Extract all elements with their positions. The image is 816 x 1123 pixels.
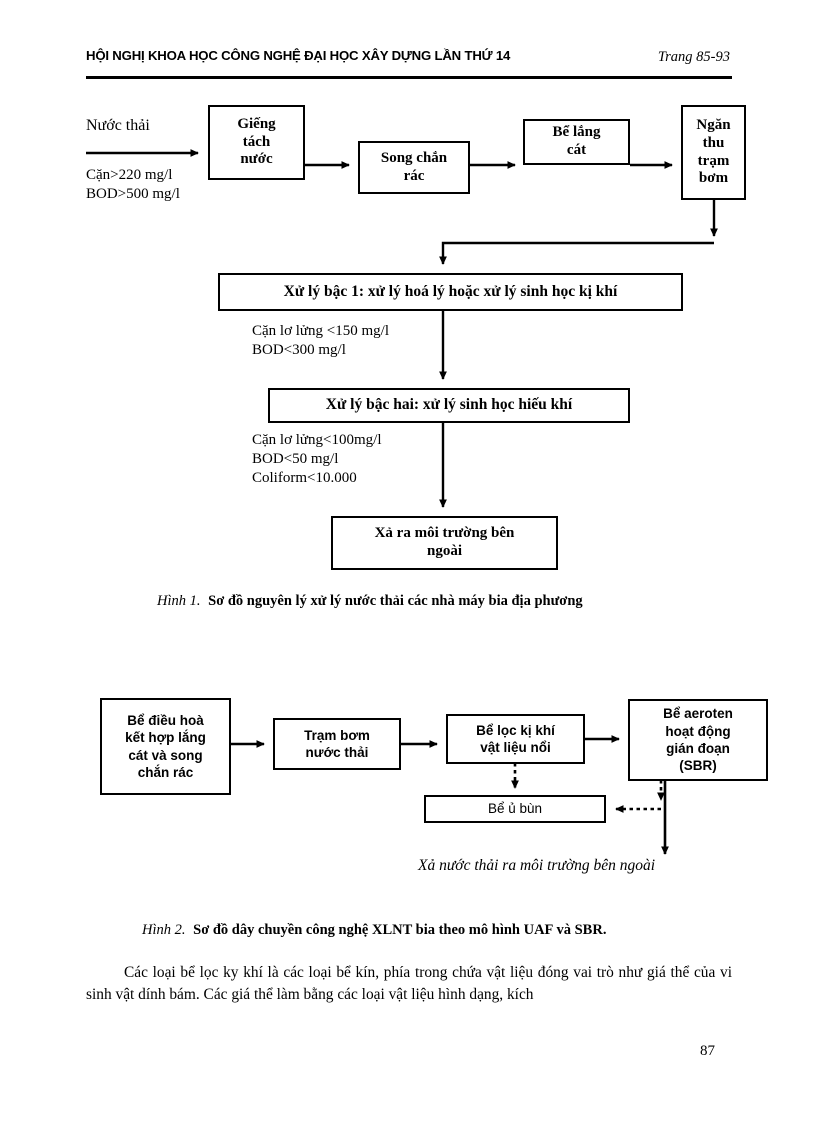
- box-ngan-thu-tram-bom: Ngăn thu trạm bơm: [681, 105, 746, 200]
- box-be-dieu-hoa: Bể điều hoà kết hợp lắng cát và song chắ…: [100, 698, 231, 795]
- box-be-lang-cat: Bể lắng cát: [523, 119, 630, 165]
- box-label: Song chắn rác: [380, 149, 448, 184]
- box-xu-ly-bac-hai: Xử lý bậc hai: xử lý sinh học hiếu khí: [268, 388, 630, 423]
- figure2-caption: Hình 2. Sơ đồ dây chuyền công nghệ XLNT …: [142, 922, 606, 939]
- figure2-outlet-note-text: Xả nước thải ra môi trường bên ngoài: [418, 857, 656, 874]
- figure2-caption-prefix: Hình 2.: [142, 922, 186, 938]
- figure2-outlet-note: Xả nước thải ra môi trường bên ngoài: [418, 857, 655, 875]
- box-be-aeroten-sbr: Bể aeroten hoạt động gián đoạn (SBR): [628, 699, 768, 781]
- box-label: Bể điều hoà kết hợp lắng cát và song chắ…: [125, 712, 206, 780]
- box-gieng-tach-nuoc: Giếng tách nước: [208, 105, 305, 180]
- box-tram-bom-nuoc-thai: Trạm bơm nước thải: [273, 718, 401, 770]
- figure1-caption: Hình 1. Sơ đồ nguyên lý xử lý nước thải …: [157, 593, 583, 610]
- figure1-inlet-params: Cặn>220 mg/l BOD>500 mg/l: [86, 167, 180, 203]
- box-label: Xử lý bậc hai: xử lý sinh học hiếu khí: [325, 396, 573, 414]
- body-paragraph: Các loại bể lọc ky khí là các loại bể kí…: [86, 964, 732, 1004]
- figure1-caption-prefix: Hình 1.: [157, 593, 201, 609]
- header-title: HỘI NGHỊ KHOA HỌC CÔNG NGHỆ ĐẠI HỌC XÂY …: [86, 48, 511, 63]
- figure2-caption-text: Sơ đồ dây chuyền công nghệ XLNT bia theo…: [193, 922, 607, 938]
- header-divider: [86, 76, 732, 79]
- box-label: Giếng tách nước: [237, 116, 276, 168]
- box-label: Ngăn thu trạm bơm: [696, 117, 731, 187]
- arrow-route-to-stage1: [439, 241, 714, 265]
- box-xu-ly-bac-1: Xử lý bậc 1: xử lý hoá lý hoặc xử lý sin…: [218, 273, 683, 311]
- figure1-caption-text: Sơ đồ nguyên lý xử lý nước thải các nhà …: [208, 593, 583, 609]
- page-header: HỘI NGHỊ KHOA HỌC CÔNG NGHỆ ĐẠI HỌC XÂY …: [86, 48, 730, 74]
- box-label: Bể aeroten hoạt động gián đoạn (SBR): [663, 706, 733, 774]
- figure1-params-after-stage1: Cặn lơ lửng <150 mg/l BOD<300 mg/l: [252, 323, 390, 359]
- box-xa-ra-moi-truong: Xả ra môi trường bên ngoài: [331, 516, 558, 570]
- box-label: Xử lý bậc 1: xử lý hoá lý hoặc xử lý sin…: [283, 282, 618, 300]
- page-number: 87: [700, 1043, 715, 1059]
- box-label: Bể lắng cát: [552, 124, 601, 158]
- box-be-u-bun: Bể ủ bùn: [424, 795, 606, 823]
- box-label: Xả ra môi trường bên ngoài: [374, 525, 515, 559]
- box-song-chan-rac: Song chắn rác: [358, 141, 470, 194]
- figure1-params-after-stage2: Cặn lơ lửng<100mg/l BOD<50 mg/l Coliform…: [252, 432, 382, 487]
- box-label: Bể lọc kị khí vật liệu nổi: [476, 722, 555, 755]
- box-be-loc-ki-khi: Bể lọc kị khí vật liệu nổi: [446, 714, 585, 764]
- box-label: Trạm bơm nước thải: [304, 727, 370, 760]
- box-label: Bể ủ bùn: [487, 801, 543, 817]
- header-page-range: Trang 85-93: [657, 49, 730, 65]
- figure1-inlet-label: Nước thải: [86, 117, 150, 134]
